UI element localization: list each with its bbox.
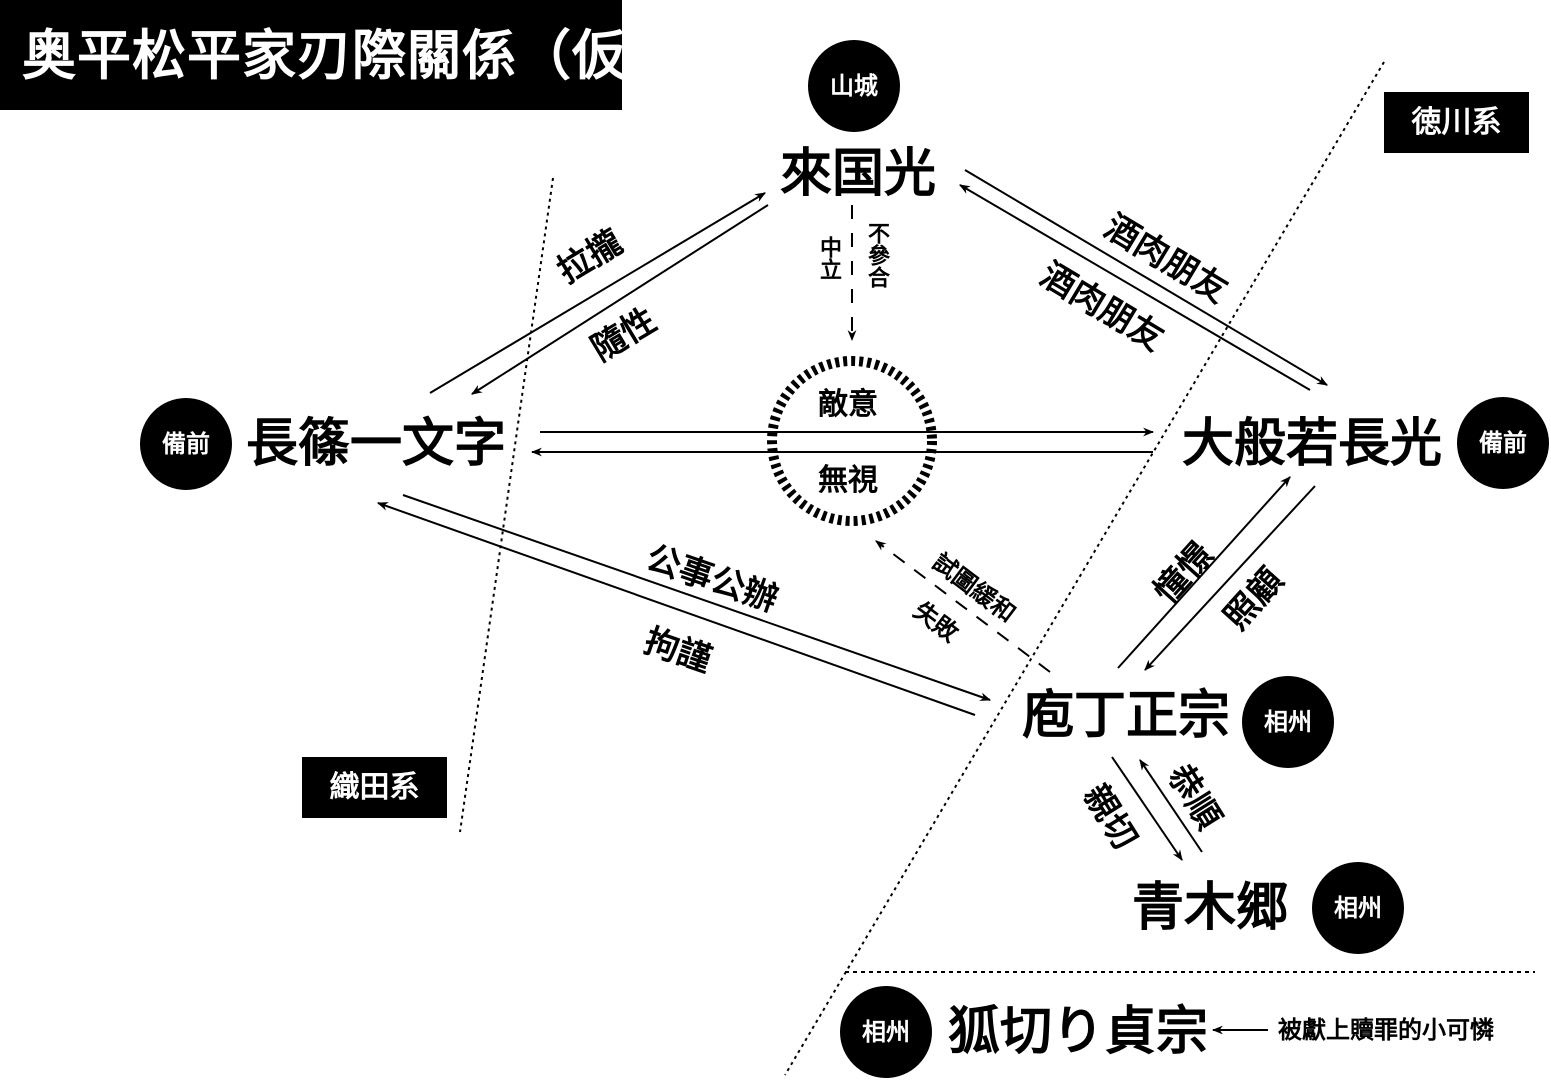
arrow-hocho-to-center [875,540,1051,673]
arrow-hocho-to-aoki [1111,756,1183,861]
center-word-hostility: 敵意 [818,387,878,422]
faction-tag-oda: 織田系 [302,757,447,818]
region-badge-kitsune: 相州 [840,986,932,1078]
arrow-nagayoshi-to-rai [429,192,766,394]
character-kitsune: 狐切り貞宗 [948,1001,1209,1062]
diagram-title: 奥平松平家刃際關係（仮） [0,0,681,110]
region-badge-aoki: 相州 [1312,862,1404,954]
center-word-ignore: 無視 [818,463,878,498]
arrow-rai-to-hannya [964,169,1328,386]
relation-rai-to-center-b: 中立 [816,236,842,280]
arrow-hocho-to-nagayoshi [376,502,976,716]
center-hostility-circle [767,356,937,526]
character-nagayoshi: 長篠一文字 [246,413,507,474]
character-rai: 來国光 [780,143,937,204]
tokugawa-divider-line [784,61,1385,1076]
arrow-nagayoshi-to-hocho [402,494,992,701]
region-badge-hocho: 相州 [1242,676,1334,768]
kitsune-note: 被獻上贖罪的小可憐 [1278,1015,1494,1044]
arrow-rai-to-nagayoshi [471,204,769,395]
region-badge-nagayoshi: 備前 [140,398,232,490]
oda-divider-line [459,177,554,833]
arrow-hocho-to-hannya [1117,476,1291,669]
character-hannya: 大般若長光 [1182,413,1443,474]
region-badge-rai: 山城 [808,40,900,132]
character-aoki: 青木郷 [1132,877,1289,938]
region-badge-hannya: 備前 [1457,397,1549,489]
arrow-aoki-to-hocho [1139,759,1203,853]
character-hocho: 庖丁正宗 [1022,685,1231,746]
relation-rai-to-center-a: 不參合 [864,222,890,288]
arrow-hannya-to-hocho [1144,485,1316,671]
faction-tag-tokugawa: 徳川系 [1384,92,1529,153]
arrow-hannya-to-rai [959,184,1311,391]
